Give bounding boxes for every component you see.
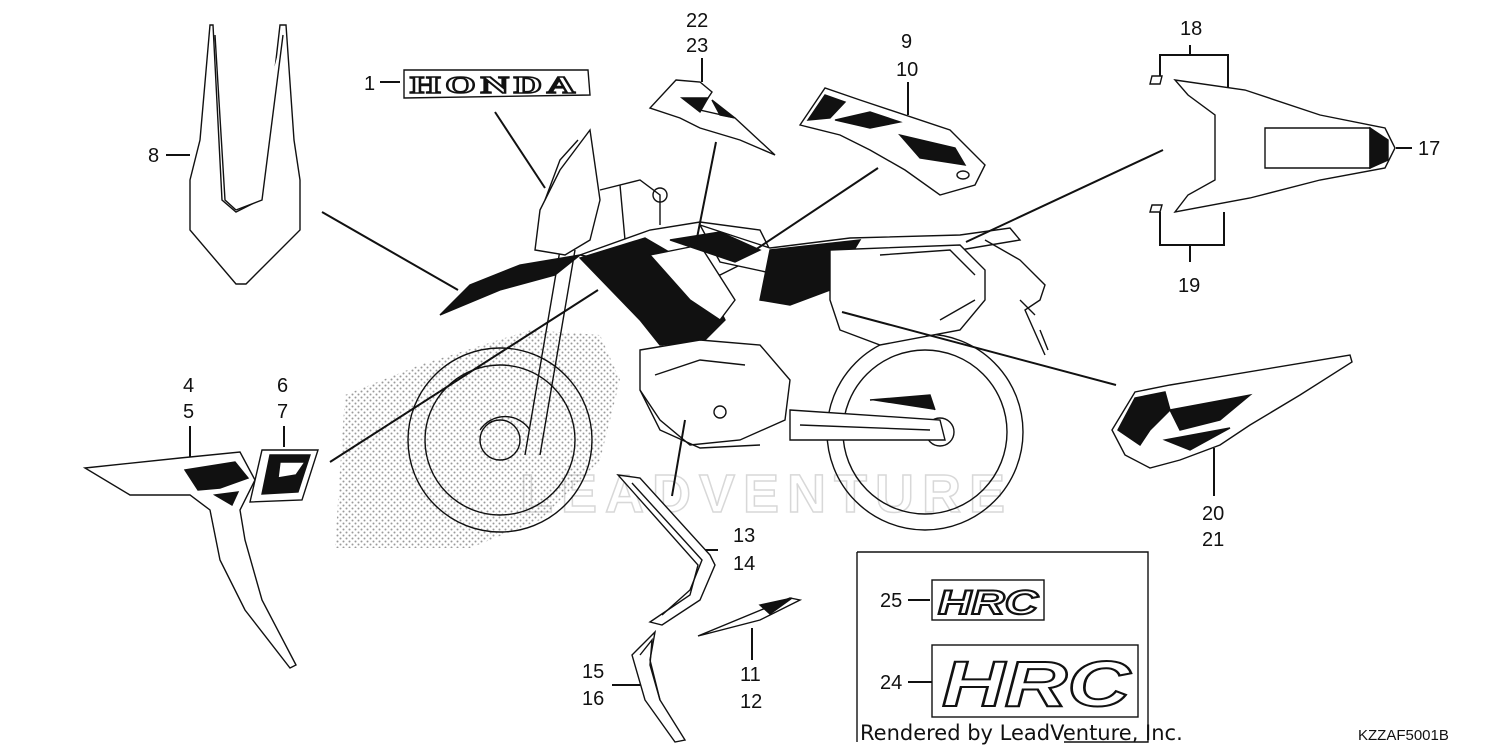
watermark: LEADVENTURE	[520, 464, 1013, 524]
callout-4: 4	[183, 375, 194, 397]
diagram-code: KZZAF5001B	[1358, 727, 1449, 744]
part-rear-fender-decal	[1149, 75, 1396, 214]
part-honda-emblem: HONDA	[403, 69, 591, 100]
render-credit: Rendered by LeadVenture, Inc.	[860, 721, 1183, 745]
callout-20: 20	[1202, 503, 1224, 525]
callout-22: 22	[686, 10, 708, 32]
part-radiator-stripe	[616, 474, 716, 626]
front-wheel-shading	[335, 330, 620, 548]
callout-15: 15	[582, 661, 604, 683]
callout-5: 5	[183, 401, 194, 423]
part-wedge-decal	[697, 597, 803, 637]
callout-17: 17	[1418, 138, 1440, 160]
hrc-logo-small-frame	[931, 579, 1045, 621]
hrc-inset: HRC HRC	[856, 551, 1149, 743]
part-shroud-badge	[249, 449, 319, 503]
callout-8: 8	[148, 145, 159, 167]
callout-12: 12	[740, 691, 762, 713]
part-front-fender-decal	[189, 24, 301, 285]
callout-21: 21	[1202, 529, 1224, 551]
callout-19: 19	[1178, 275, 1200, 297]
callout-23: 23	[686, 35, 708, 57]
callout-6: 6	[277, 375, 288, 397]
leader-lines	[166, 45, 1412, 686]
callout-10: 10	[896, 59, 918, 81]
hrc-logo-small: HRC	[938, 584, 1039, 622]
part-rear-side-decal	[1111, 354, 1353, 469]
callout-11: 11	[740, 664, 761, 686]
callout-9: 9	[901, 31, 912, 53]
callout-25: 25	[880, 590, 902, 612]
svg-text:HONDA: HONDA	[410, 73, 580, 99]
callout-16: 16	[582, 688, 604, 710]
part-shroud-upper-decal	[648, 79, 776, 156]
part-front-shroud-decal	[82, 451, 297, 669]
callout-13: 13	[733, 525, 755, 547]
callout-14: 14	[733, 553, 755, 575]
callout-1: 1	[364, 73, 375, 95]
hrc-logo-large-frame	[931, 644, 1139, 718]
part-lower-stripe	[631, 629, 687, 743]
callout-7: 7	[277, 401, 288, 423]
hrc-logo-large: HRC	[942, 648, 1131, 720]
part-side-panel-decal	[798, 87, 986, 196]
callout-18: 18	[1180, 18, 1202, 40]
callout-numbers: 1 8 22 23 9 10 18 17 19 4 5 6 7 20 21 13…	[148, 10, 1440, 713]
callout-24: 24	[880, 672, 902, 694]
